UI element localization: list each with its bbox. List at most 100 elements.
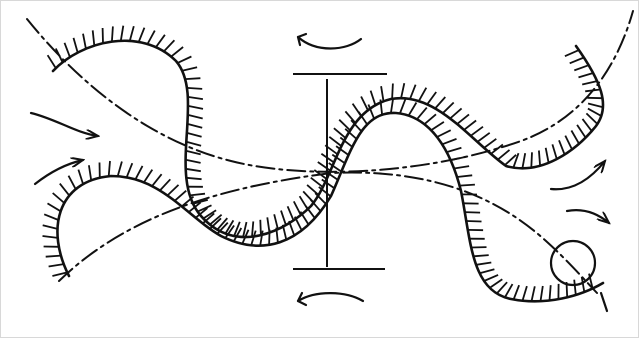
hatch-tick — [112, 26, 113, 41]
hatch-tick — [65, 43, 70, 57]
hatch-tick — [522, 153, 525, 168]
hatch-tick — [130, 26, 134, 41]
hatch-tick — [466, 221, 481, 222]
hatch-tick — [89, 165, 91, 180]
circle-marker — [551, 241, 595, 285]
hatch-tick — [182, 67, 197, 70]
hatch-tick — [465, 212, 480, 213]
hatch-tick — [583, 119, 592, 131]
hatch-tick — [269, 230, 270, 245]
hatch-tick — [442, 139, 456, 144]
hatch-tick — [424, 114, 436, 124]
hatch-tick — [307, 185, 319, 195]
hatch-tick — [476, 263, 491, 265]
hatch-tick — [48, 203, 61, 211]
hatch-tick — [175, 191, 187, 201]
hatch-tick — [480, 269, 495, 273]
hatch-tick — [437, 130, 451, 137]
hatch-tick — [281, 211, 286, 226]
hatch-tick — [93, 30, 95, 45]
hatch-tick — [484, 139, 496, 148]
hatch-tick — [541, 286, 543, 301]
hatch-tick — [431, 122, 444, 130]
hatch-tick — [457, 175, 472, 177]
hatch-tick — [339, 120, 350, 131]
hatch-tick — [546, 148, 549, 163]
hatch-tick — [400, 99, 406, 113]
hatch-tick — [121, 26, 124, 41]
hatch-tick — [311, 178, 323, 187]
hatch-tick — [419, 88, 427, 101]
hatch-tick — [588, 104, 603, 108]
hatch-tick — [565, 50, 579, 56]
hatch-tick — [187, 133, 202, 137]
hatch-tick — [289, 221, 294, 235]
hatch-tick — [361, 97, 368, 111]
hatch-tick — [83, 34, 86, 49]
hatch-tick — [118, 162, 122, 177]
hatch-tick — [505, 284, 513, 297]
hatch-tick — [447, 148, 462, 152]
hatch-tick — [401, 83, 404, 98]
hatch-tick — [109, 161, 110, 176]
hatch-tick — [392, 84, 393, 99]
hatch-tick — [552, 144, 556, 159]
hatch-tick — [497, 282, 507, 293]
flow-arrow-right-lower-icon — [567, 210, 609, 223]
hatch-tick — [252, 221, 253, 236]
hatch-tick — [139, 28, 145, 42]
hatch-tick — [187, 124, 202, 128]
hatch-tick — [523, 286, 527, 301]
hatch-tick — [471, 127, 483, 136]
hatch-tick — [186, 142, 201, 146]
hatch-tick — [409, 103, 417, 116]
hatch-tick — [156, 35, 165, 47]
hatch-tick — [539, 151, 540, 166]
hatch-tick — [371, 91, 376, 106]
hatch-tick — [579, 73, 594, 77]
rotation-arc-bottom-icon — [298, 293, 363, 301]
hatch-tick — [329, 137, 341, 146]
hatch-tick — [78, 170, 83, 185]
hatch-tick — [186, 160, 201, 163]
hatch-tick — [464, 121, 476, 130]
hatch-tick — [531, 152, 532, 167]
flow-arrow-bottom-right-icon — [601, 293, 607, 311]
hatch-tick — [588, 109, 601, 116]
hatch-tick — [188, 115, 203, 119]
hatch-tick — [144, 170, 152, 183]
hatch-tick — [473, 255, 488, 256]
hatch-tick — [295, 217, 302, 231]
hatch-tick — [550, 285, 551, 300]
hatch-tick — [135, 166, 142, 180]
hatch-tick — [148, 31, 155, 44]
flow-arrow-right-upper-icon — [551, 161, 605, 189]
hatch-tick — [188, 106, 203, 109]
hatch-tick — [49, 264, 64, 266]
hatch-tick — [491, 145, 503, 154]
hatch-tick — [451, 157, 466, 160]
hatch-tick — [410, 85, 416, 99]
hatch-tick — [582, 81, 597, 84]
lower-surface-hatching — [43, 98, 593, 301]
flow-arrow-left-upper-icon — [31, 113, 98, 136]
hatch-tick — [586, 113, 597, 124]
hatch-tick — [498, 150, 510, 160]
hatch-tick — [43, 225, 58, 229]
hatch-tick — [345, 111, 355, 123]
hatch-tick — [74, 38, 78, 53]
hatch-tick — [585, 90, 600, 92]
hatch-tick — [435, 97, 445, 108]
hatch-tick — [187, 88, 202, 89]
hatch-tick — [427, 92, 436, 104]
hatch-tick — [46, 256, 61, 257]
hatch-tick — [160, 179, 170, 190]
hatch-tick — [417, 108, 427, 120]
hatch-tick — [570, 58, 584, 64]
hatch-tick — [532, 286, 535, 301]
hatch-tick — [577, 125, 586, 138]
hatch-tick — [484, 275, 498, 281]
hatch-tick — [574, 280, 576, 295]
